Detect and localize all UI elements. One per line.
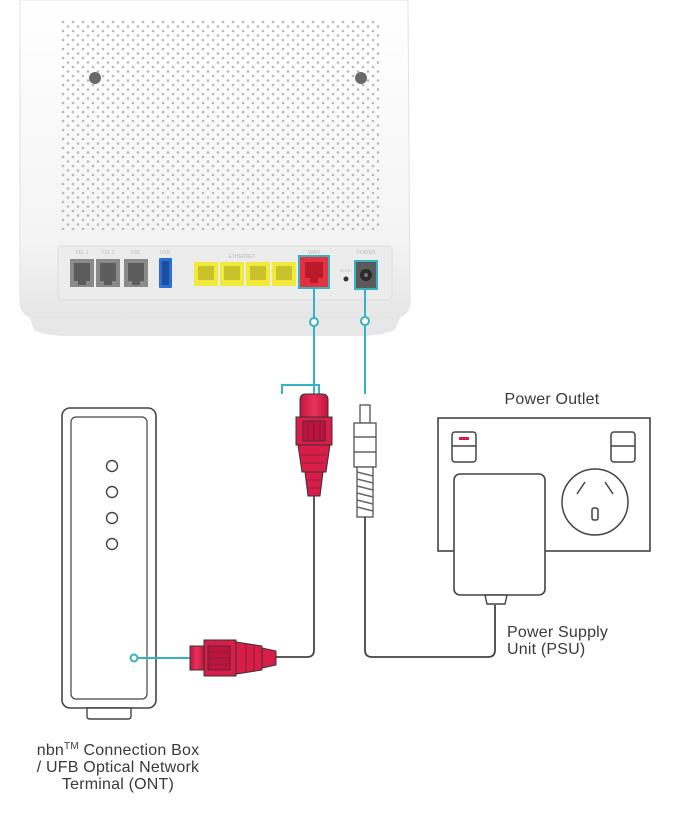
ethernet-plug-vertical [295,393,333,497]
port-label-reset: RESET [339,268,353,273]
psu-label-line1: Power Supply [507,624,609,641]
ont-device [61,407,190,720]
router-screw-left [89,72,101,84]
psu-adapter [453,473,546,605]
router: TEL 1 TEL 2 DSL USB ETHERNET WAN RESET P… [19,0,411,336]
tel1-port [70,259,94,287]
port-label-ethernet: ETHERNET [229,254,256,260]
ont-port-link [129,653,190,663]
ont-label: nbnTM Connection Box / UFB Optical Netwo… [0,738,236,793]
reset-button [343,276,349,282]
ont-label-line1: nbnTM Connection Box [0,738,236,759]
wan-cable [281,255,330,394]
ont-indicator-lights [105,459,119,551]
usb-port [159,258,172,288]
port-label-wan: WAN [308,250,320,256]
port-label-tel1: TEL 1 [75,250,88,256]
ethernet-ports [194,262,296,286]
psu-label: Power Supply Unit (PSU) [507,624,677,658]
ont-indicator-light [105,511,119,525]
power-cable-router [354,260,378,394]
ont-label-line3: Terminal (ONT) [61,776,175,793]
ont-label-line2: / UFB Optical Network [36,759,200,776]
psu-label-line2: Unit (PSU) [507,641,586,658]
ont-indicator-light [105,459,119,473]
router-vents [60,20,380,230]
ont-label-line1-rest: Connection Box [78,742,200,759]
port-label-dsl: DSL [131,250,141,256]
outlet-switch-right [610,431,636,463]
power-port [356,262,376,288]
tel2-port [96,259,120,287]
ethernet-plug-horizontal [189,639,277,677]
outlet-socket-icon [561,468,629,536]
power-outlet-label: Power Outlet [504,391,600,408]
ont-indicator-light [105,485,119,499]
outlet-switch-left [451,431,477,463]
cable-lines [276,496,496,658]
port-label-tel2: TEL 2 [101,250,114,256]
wan-port [298,255,330,289]
port-label-usb: USB [160,250,171,256]
ont-indicator-light [105,537,119,551]
nbn-brand: nbn [36,742,65,759]
router-screw-right [355,72,367,84]
dsl-port [124,259,148,287]
ont-stand [86,707,132,720]
trademark-mark: TM [64,741,79,752]
power-plug-vertical [353,404,377,518]
port-label-power: POWER [357,250,376,256]
router-base [30,318,400,336]
